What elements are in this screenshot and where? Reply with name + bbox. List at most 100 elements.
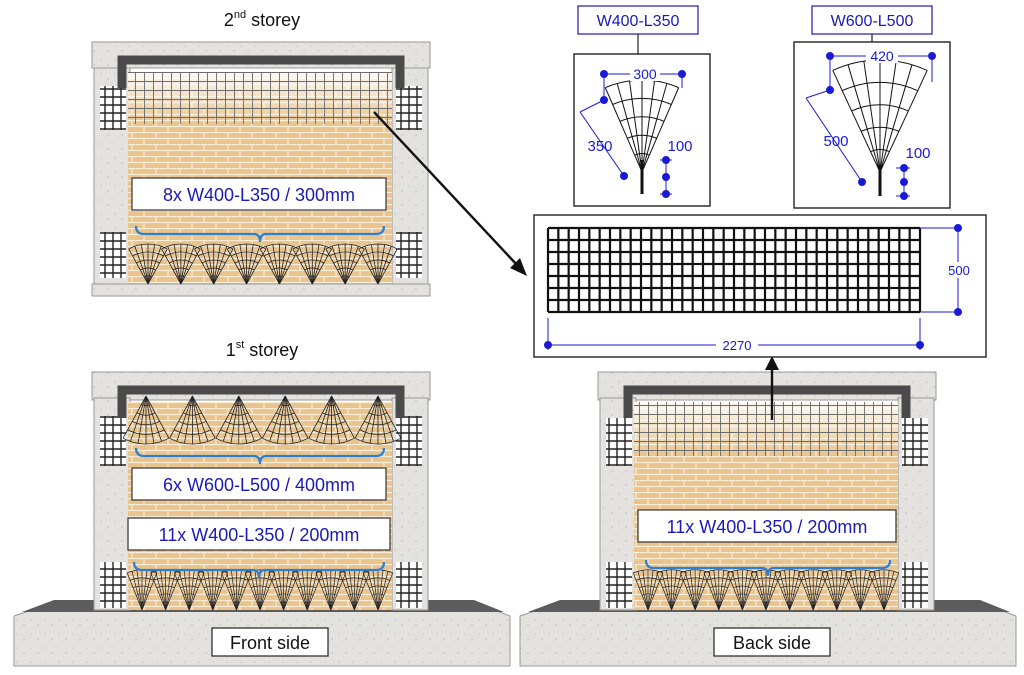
detail-frame: [533, 214, 987, 358]
s1-bottom-label: 11x W400-L350 / 200mm: [159, 525, 360, 545]
fan-large-name: W600-L500: [831, 13, 914, 30]
fan-detail-large: W600-L500 420 500 100: [793, 5, 951, 209]
callout-arrow: [373, 111, 519, 267]
fan-anchor: [226, 243, 267, 285]
mesh-strip: [634, 402, 898, 456]
mesh-height-dim: 500: [948, 263, 970, 278]
label-box: [131, 467, 387, 501]
label-box: [211, 627, 329, 657]
fan-anchor: [259, 243, 300, 285]
column-mesh: [100, 86, 126, 130]
storey-1-title: 1st storey: [226, 339, 299, 360]
back-side-label: Back side: [733, 633, 811, 653]
storey-2-title: 2nd storey: [224, 9, 300, 30]
fan-anchor: [126, 569, 158, 611]
column-mesh: [606, 562, 632, 608]
storey-1-front: 1st storey 6x W600-L500 / 400mm 11x W400…: [13, 339, 511, 667]
group-brace: [134, 447, 386, 465]
fan-anchor: [680, 569, 711, 611]
label-box: [131, 177, 387, 211]
fan-anchor: [604, 79, 680, 194]
mesh-grid: [546, 226, 922, 314]
fan-anchor: [268, 569, 299, 611]
column-mesh: [396, 416, 422, 466]
fan-anchor: [325, 243, 365, 285]
fan-anchor: [832, 59, 928, 173]
frame-beam: [623, 385, 911, 418]
label-box: [713, 627, 831, 657]
fan-anchor: [161, 243, 201, 285]
column-mesh: [902, 418, 928, 466]
frame-beam: [117, 385, 405, 418]
mesh-dims: [544, 224, 962, 350]
fan-detail-small: W400-L350 300 350 100: [573, 5, 711, 207]
label-box: [127, 517, 391, 551]
mesh-width-dim: 2270: [723, 338, 752, 353]
fan-anchor: [774, 569, 805, 611]
storey-2-front: 2nd storey 8x W400-L350 / 300mm: [91, 9, 431, 297]
fan-anchor: [128, 243, 168, 285]
detail-frame: [793, 41, 951, 209]
column-mesh: [100, 562, 126, 608]
fan-anchor: [604, 79, 680, 173]
s1-top-label: 6x W600-L500 / 400mm: [163, 475, 355, 495]
fan-small-length: 350: [587, 138, 612, 155]
label-box: [577, 5, 699, 35]
fan-anchor: [194, 243, 234, 285]
fan-small-dims: [579, 70, 686, 198]
fan-large-anchor: 100: [905, 145, 930, 162]
fan-anchor: [261, 395, 309, 445]
fan-anchor: [750, 569, 782, 611]
fan-anchor: [215, 395, 263, 445]
fan-anchor: [656, 569, 687, 611]
back-bottom-label: 11x W400-L350 / 200mm: [667, 517, 868, 537]
fan-anchor: [122, 395, 170, 445]
front-side-label: Front side: [230, 633, 310, 653]
arrow-head: [510, 258, 527, 276]
s2-front-label: 8x W400-L350 / 300mm: [163, 185, 355, 205]
fan-anchor: [832, 59, 928, 196]
fan-large-width: 420: [870, 48, 894, 64]
fan-small-name: W400-L350: [597, 13, 680, 30]
fan-large-length: 500: [823, 133, 848, 150]
frame-beam: [117, 55, 405, 88]
fan-anchor: [308, 395, 355, 445]
fan-anchor: [798, 569, 829, 611]
fan-anchor: [868, 569, 900, 611]
column-mesh: [100, 416, 126, 466]
fan-anchors-row: [632, 569, 900, 611]
mesh-detail: 2270 500: [533, 214, 987, 358]
fan-anchors-row: [128, 243, 398, 285]
fan-anchor: [821, 569, 852, 611]
column-mesh: [396, 86, 422, 130]
column-mesh: [396, 562, 422, 608]
fan-anchor: [292, 569, 323, 611]
fan-anchor: [845, 569, 876, 611]
fan-anchor: [354, 395, 402, 445]
column-mesh: [606, 418, 632, 466]
fan-anchor: [703, 569, 734, 611]
column-mesh: [396, 232, 422, 278]
fan-anchors-row-top: [122, 395, 402, 445]
fan-large-dims: [805, 52, 936, 200]
mesh-strip: [128, 72, 392, 124]
fan-anchor: [362, 569, 394, 611]
group-brace: [644, 559, 892, 577]
column-mesh: [100, 232, 126, 278]
column-mesh: [902, 562, 928, 608]
fan-anchor: [169, 395, 216, 445]
fan-small-anchor: 100: [667, 138, 692, 155]
back-side-view: 11x W400-L350 / 200mm Back side: [519, 356, 1017, 667]
fan-anchor: [358, 243, 398, 285]
label-box: [637, 509, 897, 543]
group-brace: [132, 561, 386, 579]
fan-anchor: [632, 569, 664, 611]
group-brace: [134, 225, 386, 243]
arrow-head: [765, 356, 779, 370]
label-box: [811, 5, 933, 35]
fan-anchor: [339, 569, 370, 611]
fan-anchors-row-bottom: [126, 569, 394, 611]
fan-anchor: [174, 569, 205, 611]
fan-anchor: [727, 569, 758, 611]
